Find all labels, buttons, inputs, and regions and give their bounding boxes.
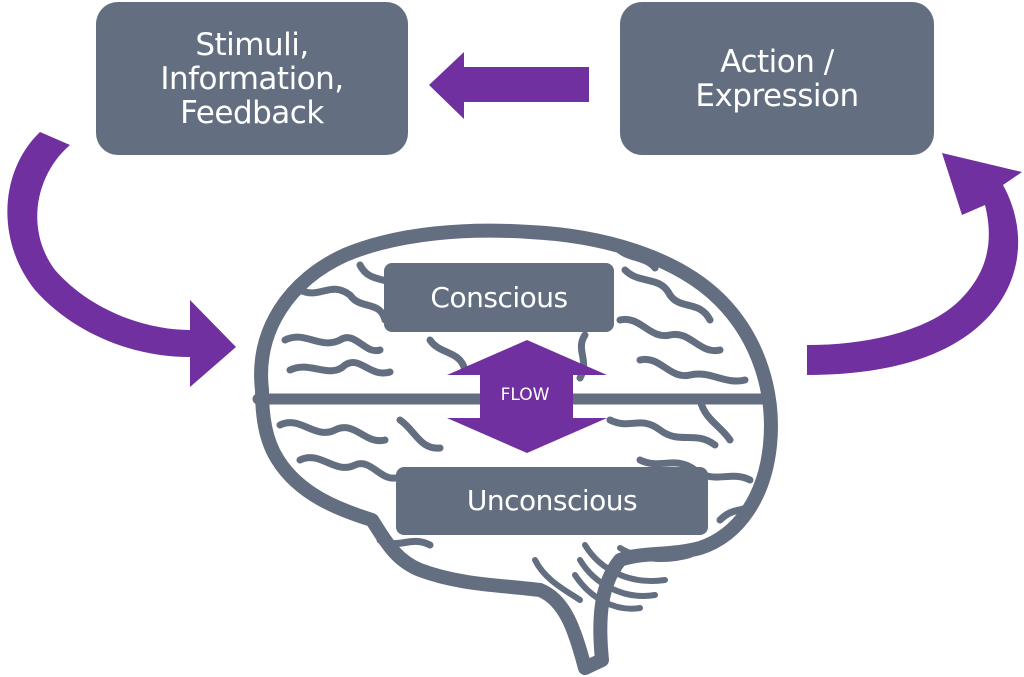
action-expression-box: Action / Expression (620, 2, 934, 155)
flow-label: FLOW (500, 385, 550, 405)
arrow-left-icon (429, 52, 589, 119)
unconscious-box: Unconscious (396, 467, 708, 535)
curved-arrow-stimuli-to-brain-icon (7, 132, 236, 387)
stimuli-information-feedback-box: Stimuli, Information, Feedback (96, 2, 408, 155)
curved-arrow-brain-to-action-icon (807, 153, 1022, 375)
brain-icon (252, 223, 778, 675)
conscious-box: Conscious (384, 263, 614, 332)
flow-double-arrow-icon (447, 340, 607, 453)
